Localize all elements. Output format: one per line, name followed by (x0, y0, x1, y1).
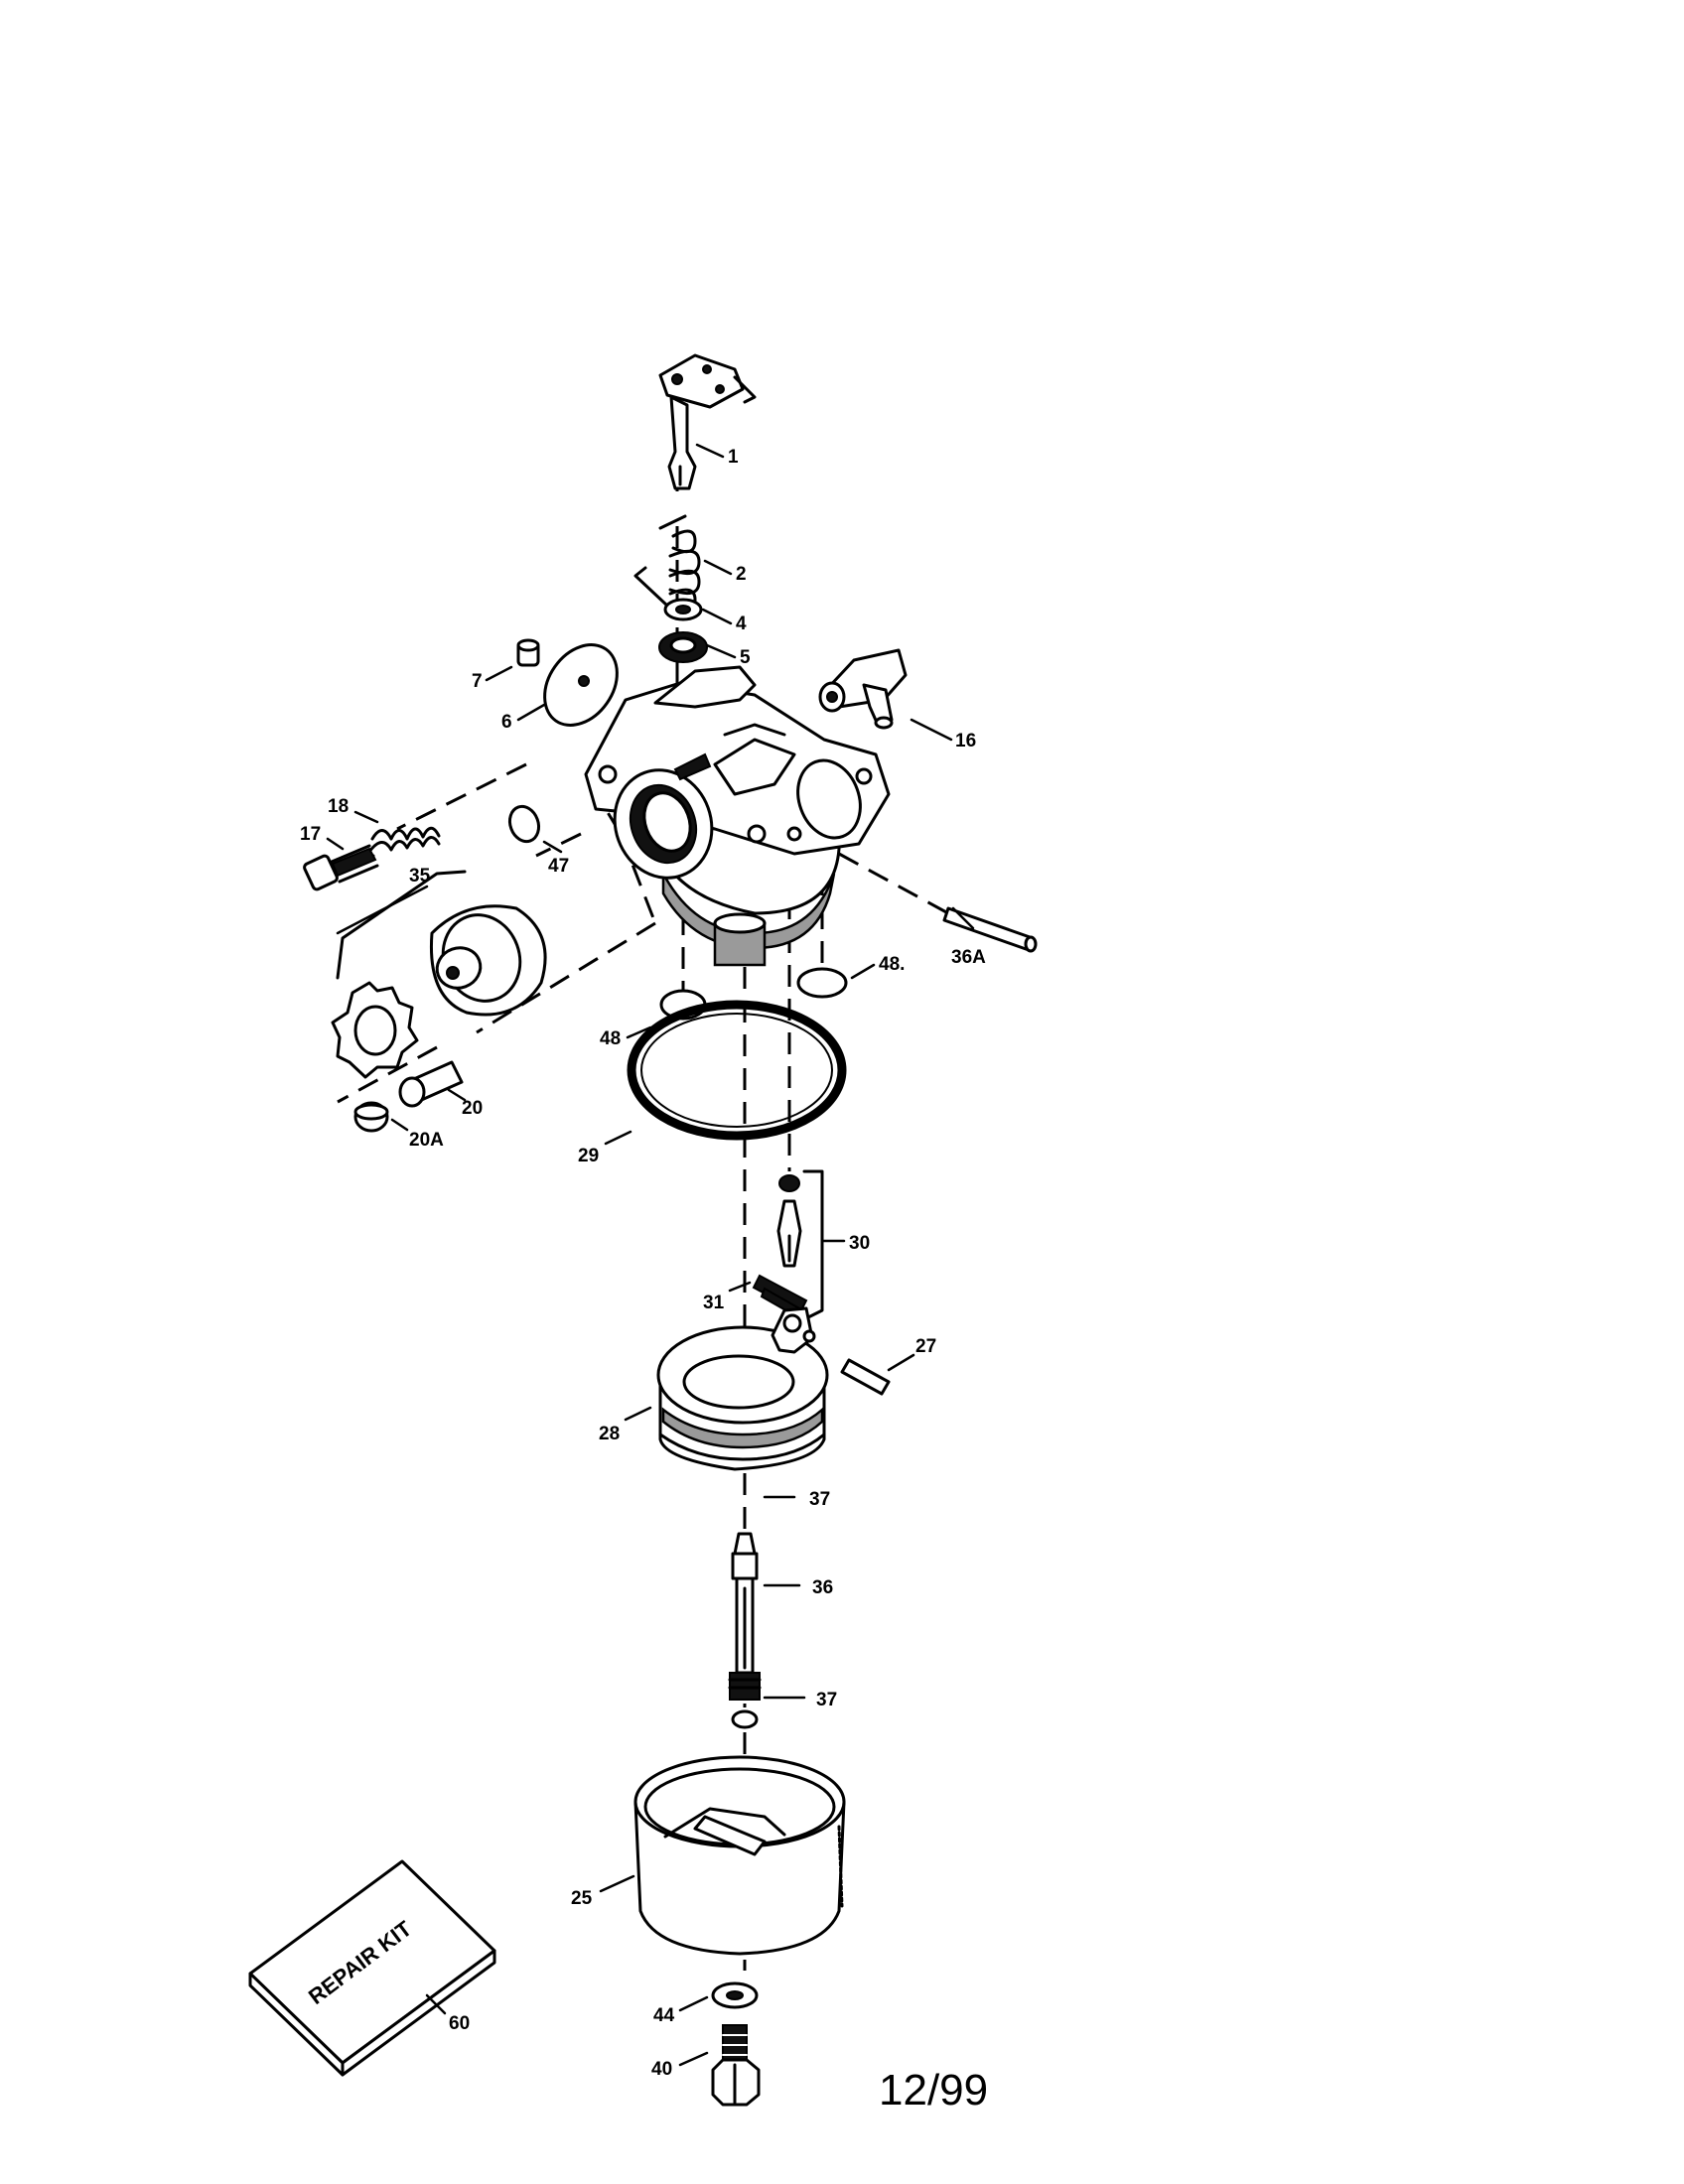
part-6-throttle-shutter (543, 643, 619, 727)
part-60-repair-kit: REPAIR KIT (248, 1859, 496, 2077)
callout-16: 16 (955, 731, 976, 751)
callout-40: 40 (651, 2059, 672, 2080)
callout-31: 31 (703, 1293, 725, 1313)
part-5-seal (658, 631, 708, 663)
part-40-bowl-nut (711, 2024, 761, 2107)
callout-numbers: 1 2 4 5 6 7 16 17 18 35 47 20 20A 36A 48… (300, 447, 986, 2080)
callout-30: 30 (849, 1233, 870, 1254)
callout-leaders (326, 443, 975, 2067)
part-1-throttle-lever (658, 353, 757, 490)
callout-37-bottom: 37 (816, 1690, 837, 1710)
callout-37-top: 37 (809, 1489, 830, 1510)
part-28-float (656, 1306, 829, 1471)
part-7-screw (516, 638, 540, 667)
callout-7: 7 (472, 671, 483, 692)
callout-20: 20 (462, 1098, 483, 1119)
callout-48-left: 48 (600, 1028, 621, 1049)
callout-44: 44 (653, 2005, 675, 2026)
callout-28: 28 (599, 1424, 620, 1444)
callout-48-right: 48. (879, 954, 905, 975)
part-36-main-jet (728, 1532, 762, 1701)
part-48-plug-right (796, 967, 848, 999)
part-47-o-ring (507, 804, 541, 844)
callout-2: 2 (736, 564, 747, 585)
part-18-spring (367, 826, 441, 854)
callout-17: 17 (300, 824, 321, 845)
part-37-o-ring-bottom (731, 1709, 759, 1729)
callout-1: 1 (728, 447, 739, 468)
part-36a-shaft (942, 906, 1038, 953)
part-25-float-bowl (633, 1755, 846, 1956)
callout-27: 27 (915, 1336, 936, 1357)
part-20-pin (398, 1060, 464, 1108)
part-20a-cap (353, 1101, 389, 1133)
callout-29: 29 (578, 1146, 599, 1166)
part-44-washer (711, 1981, 759, 2009)
part-29-gasket (627, 1000, 847, 1141)
assembly-lines (337, 402, 949, 1971)
part-27-hinge-pin (840, 1358, 891, 1396)
callout-60: 60 (449, 2013, 470, 2034)
callout-4: 4 (736, 614, 747, 634)
callout-25: 25 (571, 1888, 593, 1909)
callout-18: 18 (328, 796, 349, 817)
callout-35: 35 (409, 866, 431, 887)
callout-6: 6 (501, 712, 512, 733)
callout-47: 47 (548, 856, 569, 877)
callout-36: 36 (812, 1577, 833, 1598)
callout-20a: 20A (409, 1130, 444, 1151)
part-16-fuel-elbow (818, 648, 908, 730)
carburetor-body (584, 665, 891, 967)
callout-5: 5 (740, 647, 751, 668)
part-17-idle-screw (303, 844, 379, 891)
part-35-primer-assembly (331, 870, 547, 1079)
callout-36a: 36A (951, 947, 986, 968)
part-2-spring (633, 514, 701, 611)
part-4-washer (663, 598, 703, 621)
diagram-date: 12/99 (879, 2066, 988, 2115)
